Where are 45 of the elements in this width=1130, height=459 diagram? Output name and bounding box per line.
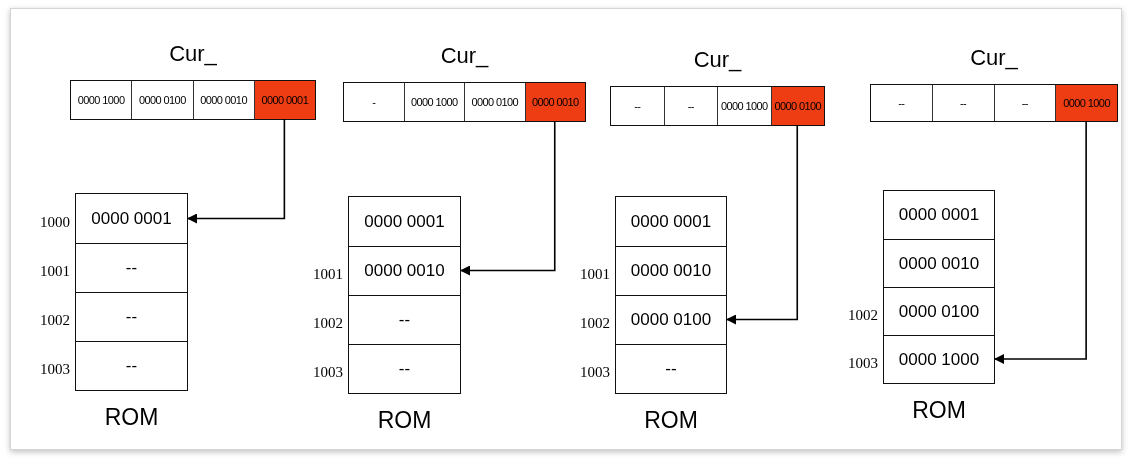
arrow xyxy=(726,124,799,325)
register-label: Cur_ xyxy=(168,41,218,67)
cell-value: 0000 0001 xyxy=(91,208,172,229)
address-label: 1003 xyxy=(848,354,878,372)
cell-value: -- xyxy=(125,307,138,327)
cell-value: -- xyxy=(125,356,138,376)
cell-value: 0000 0001 xyxy=(630,211,712,232)
address-label: 1003 xyxy=(313,363,343,381)
address-label: 1002 xyxy=(580,314,610,332)
address-label: 1002 xyxy=(848,306,878,324)
cell-value: 0000 0010 xyxy=(898,253,980,274)
address-label: 1001 xyxy=(580,265,610,283)
address-label: 1002 xyxy=(40,311,70,329)
cell-value: -- xyxy=(398,310,411,330)
address-label: 1001 xyxy=(313,265,343,283)
arrow xyxy=(187,118,286,224)
highlighted-register-cell: 0000 0010 xyxy=(524,83,585,121)
highlighted-register-cell: 0000 0001 xyxy=(253,81,315,119)
address-label: 1000 xyxy=(40,213,70,231)
register-label: Cur_ xyxy=(692,47,743,73)
rom-label: ROM xyxy=(103,404,160,431)
cell-value: 0000 0001 xyxy=(898,205,980,225)
cell-value: -- xyxy=(398,359,411,379)
arrow xyxy=(460,120,556,276)
rom-label: ROM xyxy=(376,407,433,434)
address-label: 1001 xyxy=(40,262,70,280)
register-label: Cur_ xyxy=(969,45,1019,71)
cell-value: 0000 0001 xyxy=(364,211,445,232)
register-label: Cur_ xyxy=(439,43,490,69)
arrow xyxy=(994,120,1087,364)
address-label: 1003 xyxy=(40,360,70,378)
register-cell: 0000 1000 xyxy=(717,87,771,125)
highlighted-register-cell: 0000 0100 xyxy=(770,87,824,125)
cell-value: 0000 1000 xyxy=(898,349,980,370)
highlighted-register-cell: 0000 1000 xyxy=(1055,85,1117,121)
cell-value: 0000 0100 xyxy=(630,310,712,330)
cell-value: 0000 0010 xyxy=(364,261,445,281)
rom-label: ROM xyxy=(911,397,967,424)
address-label: 1003 xyxy=(580,363,610,381)
cell-value: 0000 0100 xyxy=(898,301,980,322)
cell-value: -- xyxy=(125,258,138,278)
cell-value: -- xyxy=(665,359,677,379)
cell-value: 0000 0010 xyxy=(630,261,712,281)
rom-label: ROM xyxy=(643,407,699,434)
address-label: 1002 xyxy=(313,314,343,332)
